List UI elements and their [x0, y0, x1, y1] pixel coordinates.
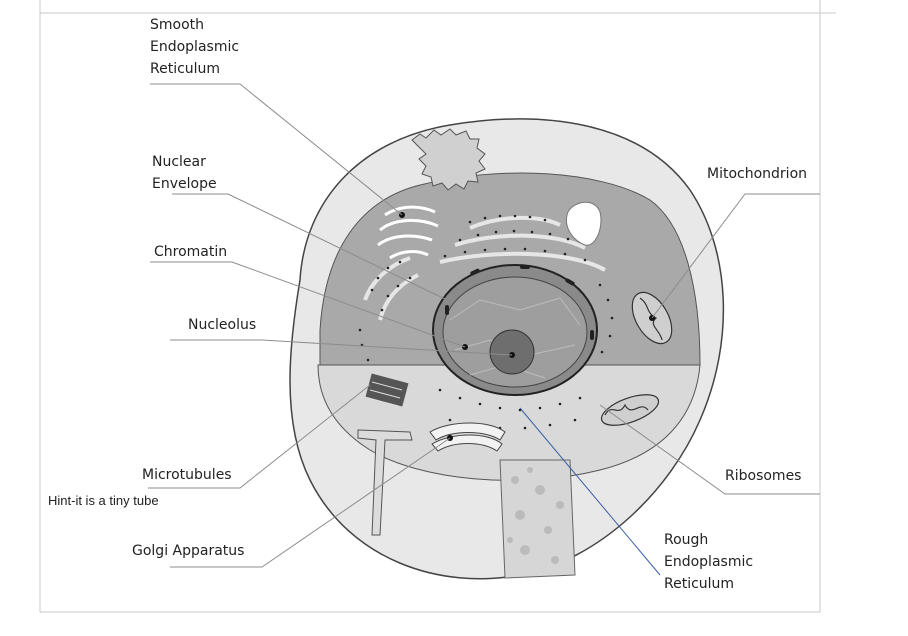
centriole-fuzz-top — [411, 128, 486, 191]
label-hint: Hint-it is a tiny tube — [48, 493, 159, 508]
leader-mitochondrion — [651, 193, 820, 319]
label-mitochondrion: Mitochondrion — [707, 166, 808, 182]
label-nucleolus: Nucleolus — [188, 317, 257, 333]
label-microtubules: Microtubules — [142, 467, 232, 483]
leader-chromatin — [150, 261, 466, 348]
label-smooth-er: Smooth Endoplasmic Reticulum — [150, 17, 240, 77]
label-nuclear-envelope: Nuclear Envelope — [152, 154, 217, 192]
leader-ribosomes — [599, 404, 820, 495]
vacuole — [566, 201, 602, 246]
label-ribosomes: Ribosomes — [725, 468, 802, 484]
nuclear-pores — [445, 265, 594, 340]
column-texture — [507, 467, 564, 564]
cytoskeleton-column — [499, 459, 576, 579]
microtubule-tube — [357, 429, 413, 536]
leader-smooth-er — [150, 83, 403, 216]
label-rough-er: Rough Endoplasmic Reticulum — [664, 532, 754, 592]
leader-microtubules — [148, 384, 371, 489]
microtubule-bundle — [365, 373, 409, 407]
ribosome-dots — [358, 214, 614, 430]
leader-rough-er — [519, 407, 661, 576]
label-golgi: Golgi Apparatus — [132, 543, 245, 559]
mitochondrion-lower — [600, 394, 660, 426]
leader-nuclear-envelope — [172, 193, 448, 301]
leader-golgi — [170, 437, 451, 568]
leader-nucleolus — [170, 339, 513, 356]
label-chromatin: Chromatin — [154, 244, 228, 260]
smooth-er-tubes — [377, 205, 439, 260]
leader-lines — [148, 83, 820, 568]
lower-cut-face — [317, 364, 701, 481]
rough-er-arcs — [363, 215, 606, 321]
